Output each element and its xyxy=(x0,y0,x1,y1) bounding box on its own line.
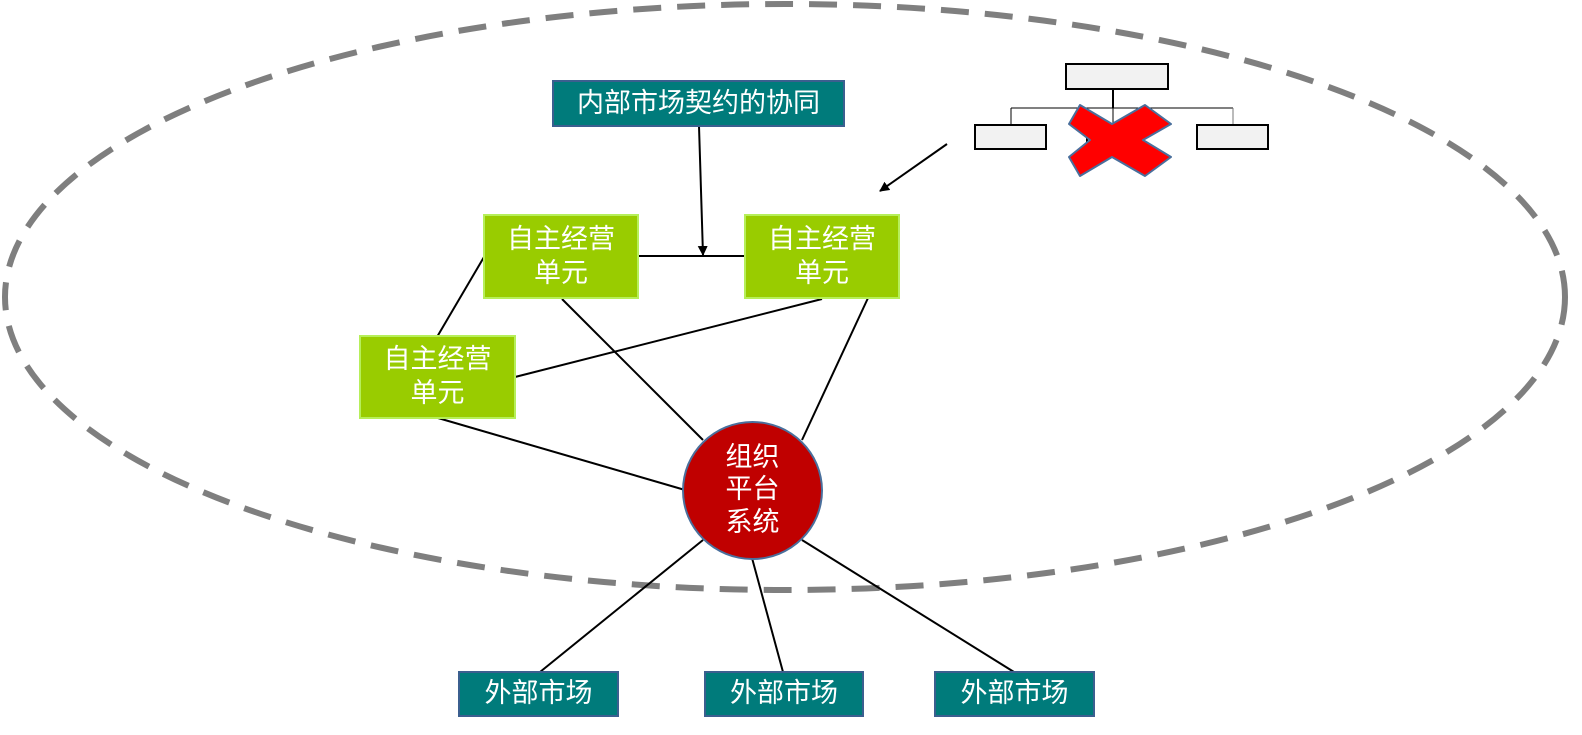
connector-contract-arrow xyxy=(697,125,708,256)
external-market-label: 外部市场 xyxy=(960,678,1069,710)
business-unit-1: 自主经营 单元 xyxy=(483,214,639,299)
external-market-label: 外部市场 xyxy=(484,678,593,710)
business-unit-label: 自主经营 单元 xyxy=(507,223,615,289)
connector-unit1-unit3 xyxy=(436,256,485,338)
platform-system-node: 组织 平台 系统 xyxy=(682,421,823,560)
connector-platform-market2 xyxy=(751,557,784,673)
external-market-label: 外部市场 xyxy=(730,678,838,710)
connector-hierarchy-arrow xyxy=(879,143,948,192)
internal-market-contract-label: 内部市场契约的协同 xyxy=(577,87,820,119)
platform-system-label: 组织 平台 系统 xyxy=(725,441,780,538)
internal-market-contract-box: 内部市场契约的协同 xyxy=(552,80,845,127)
external-market-3: 外部市场 xyxy=(934,671,1095,717)
business-unit-label: 自主经营 单元 xyxy=(768,223,876,289)
connector-unit2-unit3 xyxy=(514,298,823,378)
organization-boundary xyxy=(2,1,1568,593)
connector-unit1-platform xyxy=(561,298,704,441)
connector-unit2-platform xyxy=(801,297,869,441)
cross-out-icon xyxy=(1068,104,1172,177)
connector-platform-market3 xyxy=(801,539,1015,673)
external-market-1: 外部市场 xyxy=(458,671,619,717)
business-unit-2: 自主经营 单元 xyxy=(744,214,900,299)
connector-platform-market1 xyxy=(539,539,704,673)
connector-unit3-platform xyxy=(437,417,686,491)
business-unit-label: 自主经营 单元 xyxy=(383,344,492,409)
external-market-2: 外部市场 xyxy=(704,671,864,717)
business-unit-3: 自主经营 单元 xyxy=(359,335,516,419)
